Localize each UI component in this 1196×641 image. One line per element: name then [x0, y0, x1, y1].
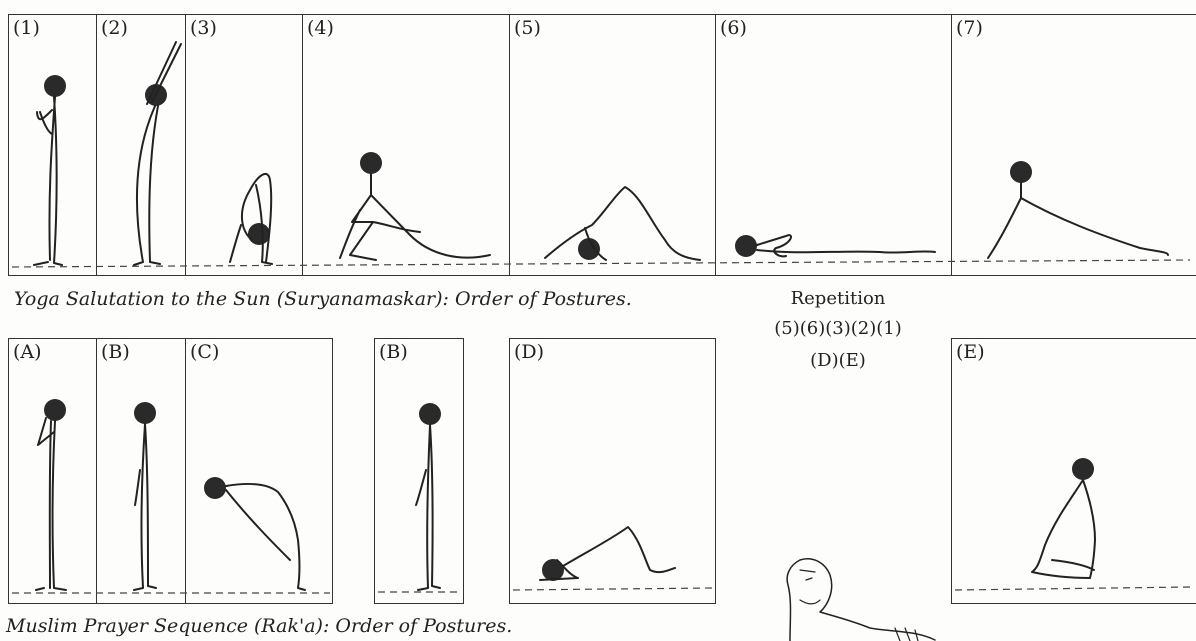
figure-prostration [540, 527, 675, 581]
ground-line [12, 260, 1190, 267]
figure-downward-dog [545, 187, 700, 260]
figure-standing-prayer [34, 75, 66, 265]
figure-forward-fold [230, 174, 272, 264]
decorative-portrait-figure [787, 559, 935, 641]
ground-line [513, 588, 712, 590]
figure-standing-hands-ears [36, 399, 66, 590]
figure-backbend [134, 42, 181, 265]
figure-lunge [340, 152, 490, 260]
figure-bowing [204, 477, 305, 590]
ground-line [955, 587, 1190, 590]
figure-upward-dog [988, 161, 1168, 258]
figure-standing-upright [416, 403, 441, 590]
figure-kneeling [1032, 458, 1095, 578]
figure-standing-upright [134, 402, 156, 590]
figure-prone [735, 235, 935, 257]
